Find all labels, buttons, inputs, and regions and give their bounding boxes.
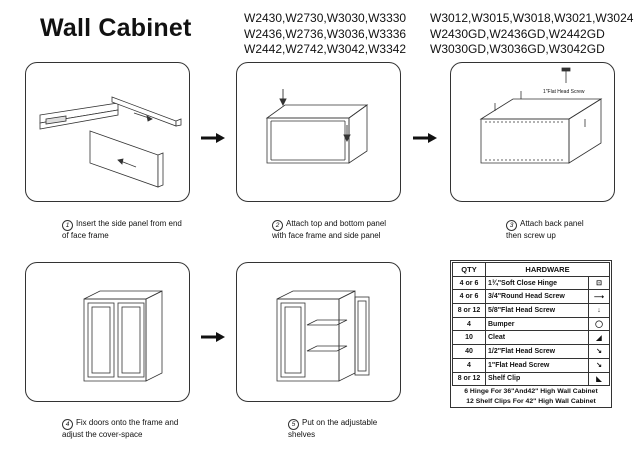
table-row: 8 or 12 Shelf Clip ◣ [452, 371, 610, 387]
step-4-illustration [25, 262, 190, 402]
step-1-illustration [25, 62, 190, 202]
qty-cell: 4 [452, 316, 486, 332]
step-text: Attach top and bottom panel with face fr… [272, 219, 387, 240]
arrow-right-icon [201, 332, 225, 342]
flat-screw-icon: ↓ [588, 303, 610, 318]
step-number: 4 [62, 419, 73, 430]
qty-cell: 4 or 6 [452, 275, 486, 291]
table-row: 4 1"Flat Head Screw ↘ [452, 357, 610, 373]
qty-cell: 4 [452, 357, 486, 373]
qty-cell: 8 or 12 [452, 303, 486, 318]
hardware-table: QTY HARDWARE 4 or 6 1¾"Soft Close Hinge … [452, 262, 610, 406]
step-number: 2 [272, 220, 283, 231]
qty-cell: 8 or 12 [452, 371, 486, 387]
model-list-left: W2430,W2730,W3030,W3330 W2436,W2736,W303… [244, 11, 406, 58]
model-line: W3030GD,W3036GD,W3042GD [430, 42, 605, 56]
qty-cell: 10 [452, 330, 486, 346]
model-line: W2430,W2730,W3030,W3330 [244, 11, 407, 25]
item-cell: 3/4"Round Head Screw [485, 289, 589, 305]
qty-header: QTY [452, 262, 486, 277]
step-2-illustration [236, 62, 401, 202]
model-line: W2436,W2736,W3036,W3336 [244, 26, 407, 41]
model-line: W3012,W3015,W3018,W3021,W3024 [430, 11, 634, 25]
item-cell: Shelf Clip [485, 371, 589, 387]
step-number: 3 [506, 220, 517, 231]
step-3-illustration: 1"Flat Head Screw [450, 62, 615, 202]
arrow-right-icon [201, 133, 225, 143]
table-row: 10 Cleat ◢ [452, 330, 610, 346]
note-hinge: 6 Hinge For 36"And42" High Wall Cabinet [464, 387, 598, 395]
step-number: 1 [62, 220, 73, 231]
small-screw-icon: ↘ [588, 344, 610, 359]
screw-label: 1"Flat Head Screw [543, 89, 585, 95]
shelf-drawing [276, 290, 370, 382]
table-row: 4 or 6 1¾"Soft Close Hinge ⊡ [452, 275, 610, 291]
item-cell: 1¾"Soft Close Hinge [485, 275, 589, 291]
side-panel-insert-drawing [39, 96, 182, 188]
round-screw-icon: ⟶ [588, 289, 610, 305]
note-shelf-clips: 12 Shelf Clips For 42" High Wall Cabinet [466, 397, 596, 405]
door-fix-drawing [83, 290, 163, 382]
cleat-icon: ◢ [588, 330, 610, 346]
item-cell: 5/8"Flat Head Screw [485, 303, 589, 318]
step-text: Put on the adjustable shelves [288, 418, 378, 439]
table-note: 6 Hinge For 36"And42" High Wall Cabinet [453, 386, 610, 397]
table-header-row: QTY HARDWARE [452, 262, 610, 277]
table-row: 40 1/2"Flat Head Screw ↘ [452, 344, 610, 359]
step-text: Fix doors onto the frame and adjust the … [62, 418, 179, 439]
qty-cell: 4 or 6 [452, 289, 486, 305]
model-line: W2430GD,W2436GD,W2442GD [430, 26, 605, 41]
table-row: 8 or 12 5/8"Flat Head Screw ↓ [452, 303, 610, 318]
top-bottom-panel-drawing [265, 89, 369, 164]
long-screw-icon: ↘ [588, 357, 610, 373]
hinge-icon: ⊡ [588, 275, 610, 291]
qty-cell: 40 [452, 344, 486, 359]
back-panel-drawing [479, 67, 603, 164]
step-number: 5 [288, 419, 299, 430]
page-title: Wall Cabinet [40, 14, 192, 42]
hardware-table-frame [450, 260, 612, 408]
model-line: W2442,W2742,W3042,W3342 [244, 42, 407, 56]
step-5-illustration [236, 262, 401, 402]
table-row: 4 Bumper ◯ [452, 316, 610, 332]
bumper-icon: ◯ [588, 316, 610, 332]
step-text: Attach back panel then screw up [506, 219, 584, 240]
step-text: Insert the side panel from end of face f… [62, 219, 182, 240]
table-row: 4 or 6 3/4"Round Head Screw ⟶ [452, 289, 610, 305]
item-cell: 1/2"Flat Head Screw [485, 344, 589, 359]
item-cell: Bumper [485, 316, 589, 332]
item-cell: 1"Flat Head Screw [485, 357, 589, 373]
shelf-clip-icon: ◣ [588, 371, 610, 387]
model-list-right: W3012,W3015,W3018,W3021,W3024 W2430GD,W2… [430, 11, 633, 58]
hardware-header: HARDWARE [485, 262, 610, 277]
item-cell: Cleat [485, 330, 589, 346]
table-note: 12 Shelf Clips For 42" High Wall Cabinet [453, 396, 610, 406]
arrow-right-icon [413, 133, 437, 143]
